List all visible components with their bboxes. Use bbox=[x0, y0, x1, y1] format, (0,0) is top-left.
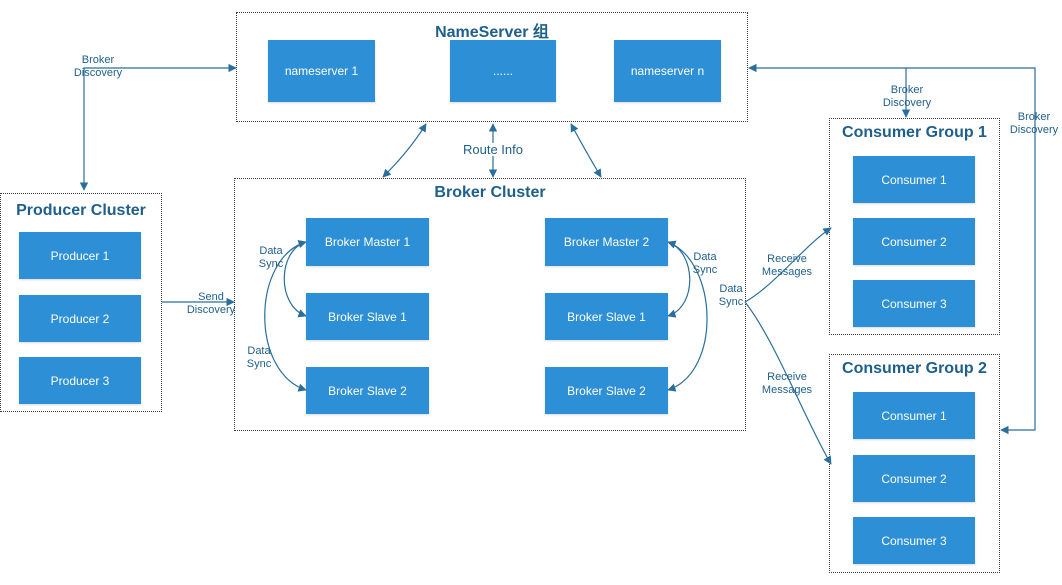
producer-cluster-title: Producer Cluster bbox=[16, 202, 146, 219]
send-discovery-label: Send Discovery bbox=[186, 291, 236, 316]
data-sync-label: Data Sync bbox=[718, 283, 744, 308]
route-connector-left bbox=[382, 123, 427, 178]
consumer-group-1-title: Consumer Group 1 bbox=[842, 124, 987, 141]
producer-discovery-connector bbox=[79, 63, 237, 191]
broker-slave-2-right: Broker Slave 2 bbox=[545, 367, 668, 414]
nameserver-node: nameserver 1 bbox=[268, 40, 375, 102]
consumer-group-1-consumer-1: Consumer 1 bbox=[853, 156, 975, 203]
producer-1: Producer 1 bbox=[19, 232, 141, 279]
route-connector-right bbox=[570, 123, 602, 178]
consumer-group-2-consumer-3: Consumer 3 bbox=[853, 517, 975, 564]
data-sync-right-2 bbox=[667, 241, 708, 392]
producer-2: Producer 2 bbox=[19, 295, 141, 342]
broker-slave-1-right: Broker Slave 1 bbox=[545, 293, 668, 340]
consumer-group-1: Consumer Group 1 bbox=[829, 118, 1000, 335]
broker-slave-1-left: Broker Slave 1 bbox=[306, 293, 429, 340]
receive-messages-label: Receive Messages bbox=[761, 371, 813, 396]
route-info-label: Route Info bbox=[454, 143, 532, 156]
receive-messages-connector-2 bbox=[744, 301, 832, 465]
consumer-group-2-consumer-1: Consumer 1 bbox=[853, 392, 975, 439]
nameserver-node: ...... bbox=[450, 40, 556, 102]
broker-discovery-label-top-right: Broker Discovery bbox=[882, 84, 932, 109]
receive-messages-connector-1 bbox=[744, 227, 832, 303]
consumer-group-1-consumer-2: Consumer 2 bbox=[853, 218, 975, 265]
producer-cluster: Producer Cluster bbox=[0, 193, 162, 412]
broker-discovery-label-far-right: Broker Discovery bbox=[1009, 111, 1059, 136]
broker-master-2: Broker Master 2 bbox=[545, 218, 668, 266]
data-sync-label: Data Sync bbox=[258, 245, 284, 270]
broker-cluster-title: Broker Cluster bbox=[434, 184, 546, 201]
data-sync-left-1 bbox=[283, 240, 307, 318]
data-sync-label: Data Sync bbox=[246, 345, 272, 370]
consumer-group-2-consumer-2: Consumer 2 bbox=[853, 455, 975, 502]
consumer-group-1-consumer-3: Consumer 3 bbox=[853, 280, 975, 327]
producer-3: Producer 3 bbox=[19, 357, 141, 404]
consumer-group-2-title: Consumer Group 2 bbox=[842, 360, 987, 377]
broker-slave-2-left: Broker Slave 2 bbox=[306, 367, 429, 414]
broker-discovery-label-left: Broker Discovery bbox=[73, 54, 123, 79]
data-sync-label: Data Sync bbox=[692, 251, 718, 276]
consumer-group-2-discovery-connector bbox=[906, 67, 1036, 435]
nameserver-group-title: NameServer 组 bbox=[435, 24, 549, 41]
data-sync-left-2 bbox=[264, 241, 307, 392]
nameserver-node: nameserver n bbox=[614, 40, 721, 102]
broker-master-1: Broker Master 1 bbox=[306, 218, 429, 266]
receive-messages-label: Receive Messages bbox=[761, 253, 813, 278]
